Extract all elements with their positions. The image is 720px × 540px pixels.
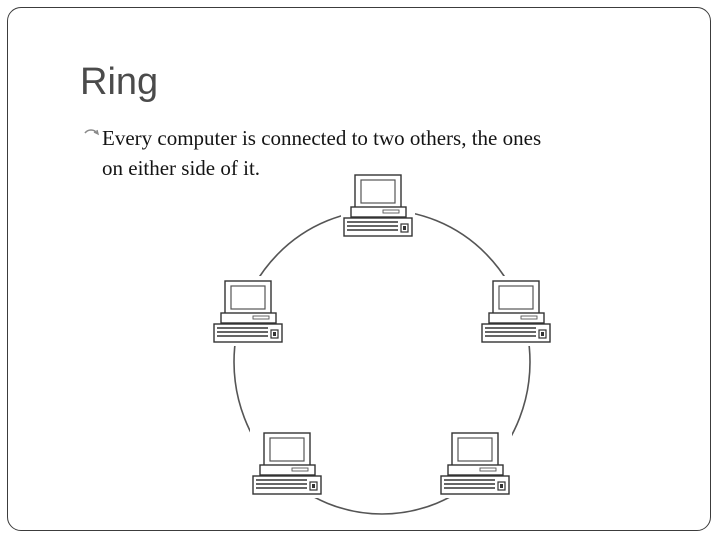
- computer-bottom-left: [250, 428, 324, 498]
- computer-left: [210, 276, 284, 346]
- computer-top: [341, 172, 415, 238]
- computer-bottom-right: [438, 428, 512, 498]
- computer-right: [478, 276, 552, 346]
